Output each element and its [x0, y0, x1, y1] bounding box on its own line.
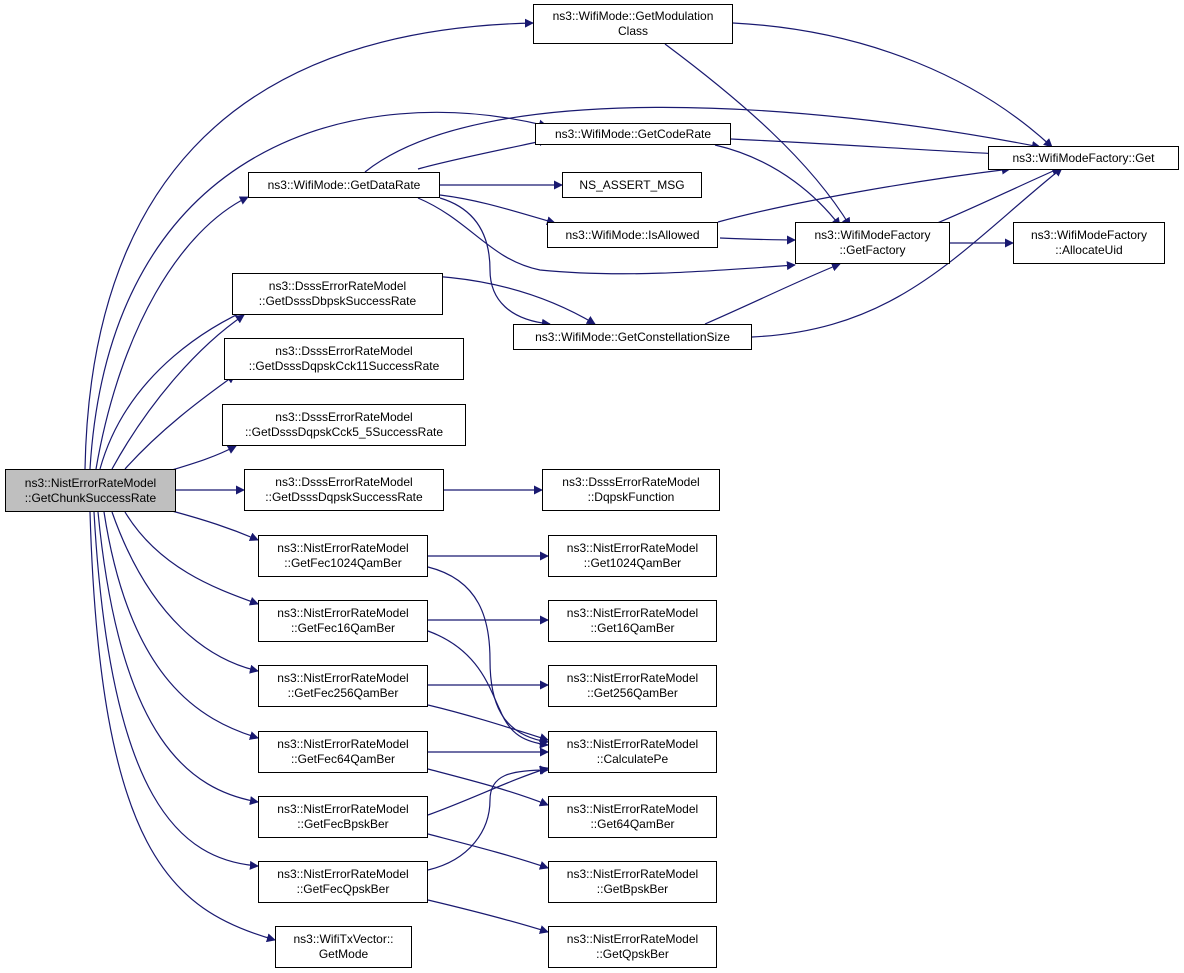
node-label: ns3::WifiMode::IsAllowed	[565, 227, 700, 242]
edge-root-fec256	[111, 511, 259, 674]
node-label: ns3::WifiModeFactory::Get	[1012, 150, 1155, 165]
node-get-fec64-qam-ber[interactable]: ns3::NistErrorRateModel ::GetFec64QamBer	[258, 731, 428, 773]
node-get-constellation-size[interactable]: ns3::WifiMode::GetConstellationSize	[513, 324, 752, 350]
edge-getfactory-wifimodefactoryget	[929, 167, 1061, 227]
node-label: ns3::DsssErrorRateModel ::DqpskFunction	[562, 475, 700, 504]
node-label: ns3::NistErrorRateModel ::Get256QamBer	[566, 671, 699, 700]
node-get-dsss-dqpsk-success-rate[interactable]: ns3::DsssErrorRateModel ::GetDsssDqpskSu…	[244, 469, 444, 511]
node-get-16-qam-ber[interactable]: ns3::NistErrorRateModel ::Get16QamBer	[548, 600, 717, 642]
node-get-fec16-qam-ber[interactable]: ns3::NistErrorRateModel ::GetFec16QamBer	[258, 600, 428, 642]
edge-getcoderate-wifimodefactoryget	[730, 138, 1001, 159]
edge-root-getmodulationclass	[84, 18, 534, 470]
node-label: ns3::NistErrorRateModel ::Get64QamBer	[566, 802, 699, 831]
node-label: ns3::WifiMode::GetCodeRate	[554, 126, 712, 141]
node-label: ns3::WifiMode::GetConstellationSize	[535, 329, 730, 344]
node-get-256-qam-ber[interactable]: ns3::NistErrorRateModel ::Get256QamBer	[548, 665, 717, 707]
node-label: ns3::NistErrorRateModel ::GetFec256QamBe…	[277, 671, 409, 700]
node-label: ns3::DsssErrorRateModel ::GetDsssDqpskCc…	[248, 344, 440, 373]
node-label: ns3::NistErrorRateModel ::CalculatePe	[566, 737, 699, 766]
node-label: ns3::NistErrorRateModel ::Get1024QamBer	[566, 541, 699, 570]
node-get-1024-qam-ber[interactable]: ns3::NistErrorRateModel ::Get1024QamBer	[548, 535, 717, 577]
node-label: ns3::NistErrorRateModel ::GetBpskBer	[566, 867, 699, 896]
node-get-64-qam-ber[interactable]: ns3::NistErrorRateModel ::Get64QamBer	[548, 796, 717, 838]
node-get-modulation-class[interactable]: ns3::WifiMode::GetModulation Class	[533, 4, 733, 44]
edge-getmodulationclass-wifimodefactoryget	[732, 22, 1053, 148]
edge-root-fec1024	[171, 510, 259, 541]
node-label: ns3::DsssErrorRateModel ::GetDsssDbpskSu…	[258, 279, 417, 308]
edge-root-fecqpsk	[93, 511, 259, 870]
edge-root-getmode	[89, 511, 276, 943]
node-get-dsss-dbpsk-success-rate[interactable]: ns3::DsssErrorRateModel ::GetDsssDbpskSu…	[232, 273, 443, 315]
node-label: ns3::NistErrorRateModel ::GetQpskBer	[566, 932, 699, 961]
node-label: ns3::NistErrorRateModel ::GetChunkSucces…	[24, 475, 157, 505]
node-calculate-pe[interactable]: ns3::NistErrorRateModel ::CalculatePe	[548, 731, 717, 773]
edge-fec1024-calculatepe	[427, 566, 549, 746]
node-get-fec1024-qam-ber[interactable]: ns3::NistErrorRateModel ::GetFec1024QamB…	[258, 535, 428, 577]
edge-root-fec64	[103, 511, 259, 740]
edge-fec256-calculatepe	[427, 704, 549, 742]
node-get-fec-qpsk-ber[interactable]: ns3::NistErrorRateModel ::GetFecQpskBer	[258, 861, 428, 903]
edge-fecbpsk-calculatepe	[427, 766, 549, 816]
edge-fec64-get64	[427, 768, 549, 807]
edge-isallowed-getfactory	[719, 235, 796, 245]
edge-root-cck55	[171, 445, 237, 471]
edge-getdatarate-getconstellationsize	[439, 197, 551, 328]
node-get-mode[interactable]: ns3::WifiTxVector:: GetMode	[275, 926, 412, 968]
edge-getconstellationsize-wifimodefactoryget	[751, 167, 1063, 338]
node-label: ns3::NistErrorRateModel ::GetFec16QamBer	[277, 606, 409, 635]
node-get-fec256-qam-ber[interactable]: ns3::NistErrorRateModel ::GetFec256QamBe…	[258, 665, 428, 707]
node-label: ns3::WifiTxVector:: GetMode	[293, 932, 394, 961]
edge-isallowed-wifimodefactoryget	[717, 165, 1011, 223]
node-get-qpsk-ber[interactable]: ns3::NistErrorRateModel ::GetQpskBer	[548, 926, 717, 968]
node-label: ns3::NistErrorRateModel ::GetFecBpskBer	[277, 802, 409, 831]
node-get-chunk-success-rate: ns3::NistErrorRateModel ::GetChunkSucces…	[5, 469, 176, 512]
edge-getmodulationclass-getfactory	[664, 43, 851, 227]
edge-root-getdatarate	[95, 196, 249, 470]
node-get-data-rate[interactable]: ns3::WifiMode::GetDataRate	[248, 172, 440, 198]
edge-root-cck11	[124, 374, 236, 470]
node-label: ns3::NistErrorRateModel ::GetFec1024QamB…	[277, 541, 409, 570]
node-label: ns3::DsssErrorRateModel ::GetDsssDqpskCc…	[244, 410, 444, 439]
edge-getdatarate-getcoderate	[417, 137, 548, 170]
edge-getconstellationsize-getfactory	[704, 262, 841, 325]
node-dqpsk-function[interactable]: ns3::DsssErrorRateModel ::DqpskFunction	[542, 469, 720, 511]
node-label: ns3::NistErrorRateModel ::GetFec64QamBer	[277, 737, 409, 766]
node-label: ns3::WifiMode::GetDataRate	[267, 177, 421, 192]
node-get-dsss-dqpsk-cck11-success-rate[interactable]: ns3::DsssErrorRateModel ::GetDsssDqpskCc…	[224, 338, 464, 380]
edge-fecqpsk-calculatepe	[427, 765, 549, 871]
edge-fecbpsk-getbpsk	[427, 833, 549, 870]
node-label: ns3::NistErrorRateModel ::Get16QamBer	[566, 606, 699, 635]
node-get-bpsk-ber[interactable]: ns3::NistErrorRateModel ::GetBpskBer	[548, 861, 717, 903]
node-label: ns3::NistErrorRateModel ::GetFecQpskBer	[277, 867, 409, 896]
edge-getdatarate-wifimodefactoryget	[364, 106, 1041, 173]
edge-fec16-calculatepe	[427, 630, 549, 749]
node-label: ns3::WifiMode::GetModulation Class	[552, 9, 714, 38]
node-allocate-uid[interactable]: ns3::WifiModeFactory ::AllocateUid	[1013, 222, 1165, 264]
node-get-factory[interactable]: ns3::WifiModeFactory ::GetFactory	[795, 222, 950, 264]
edge-root-fec16	[124, 511, 259, 606]
node-label: ns3::WifiModeFactory ::AllocateUid	[1030, 228, 1148, 257]
node-wifi-mode-factory-get[interactable]: ns3::WifiModeFactory::Get	[988, 146, 1179, 170]
edge-fecqpsk-getqpsk	[427, 899, 549, 934]
node-label: NS_ASSERT_MSG	[579, 177, 685, 192]
node-get-dsss-dqpsk-cck5-5-success-rate[interactable]: ns3::DsssErrorRateModel ::GetDsssDqpskCc…	[222, 404, 466, 446]
edge-getdatarate-getfactory	[417, 197, 796, 275]
edge-root-dbpsk	[111, 314, 245, 470]
node-get-code-rate[interactable]: ns3::WifiMode::GetCodeRate	[535, 123, 731, 145]
edge-getdatarate-isallowed	[439, 194, 556, 226]
edge-root-getcoderate	[89, 111, 548, 470]
edge-getcoderate-getfactory	[714, 144, 841, 227]
node-is-allowed[interactable]: ns3::WifiMode::IsAllowed	[547, 222, 718, 248]
edge-root-fecbpsk	[97, 511, 259, 806]
node-label: ns3::DsssErrorRateModel ::GetDsssDqpskSu…	[265, 475, 423, 504]
node-label: ns3::WifiModeFactory ::GetFactory	[814, 228, 931, 257]
node-ns-assert-msg[interactable]: NS_ASSERT_MSG	[562, 172, 702, 198]
node-get-fec-bpsk-ber[interactable]: ns3::NistErrorRateModel ::GetFecBpskBer	[258, 796, 428, 838]
